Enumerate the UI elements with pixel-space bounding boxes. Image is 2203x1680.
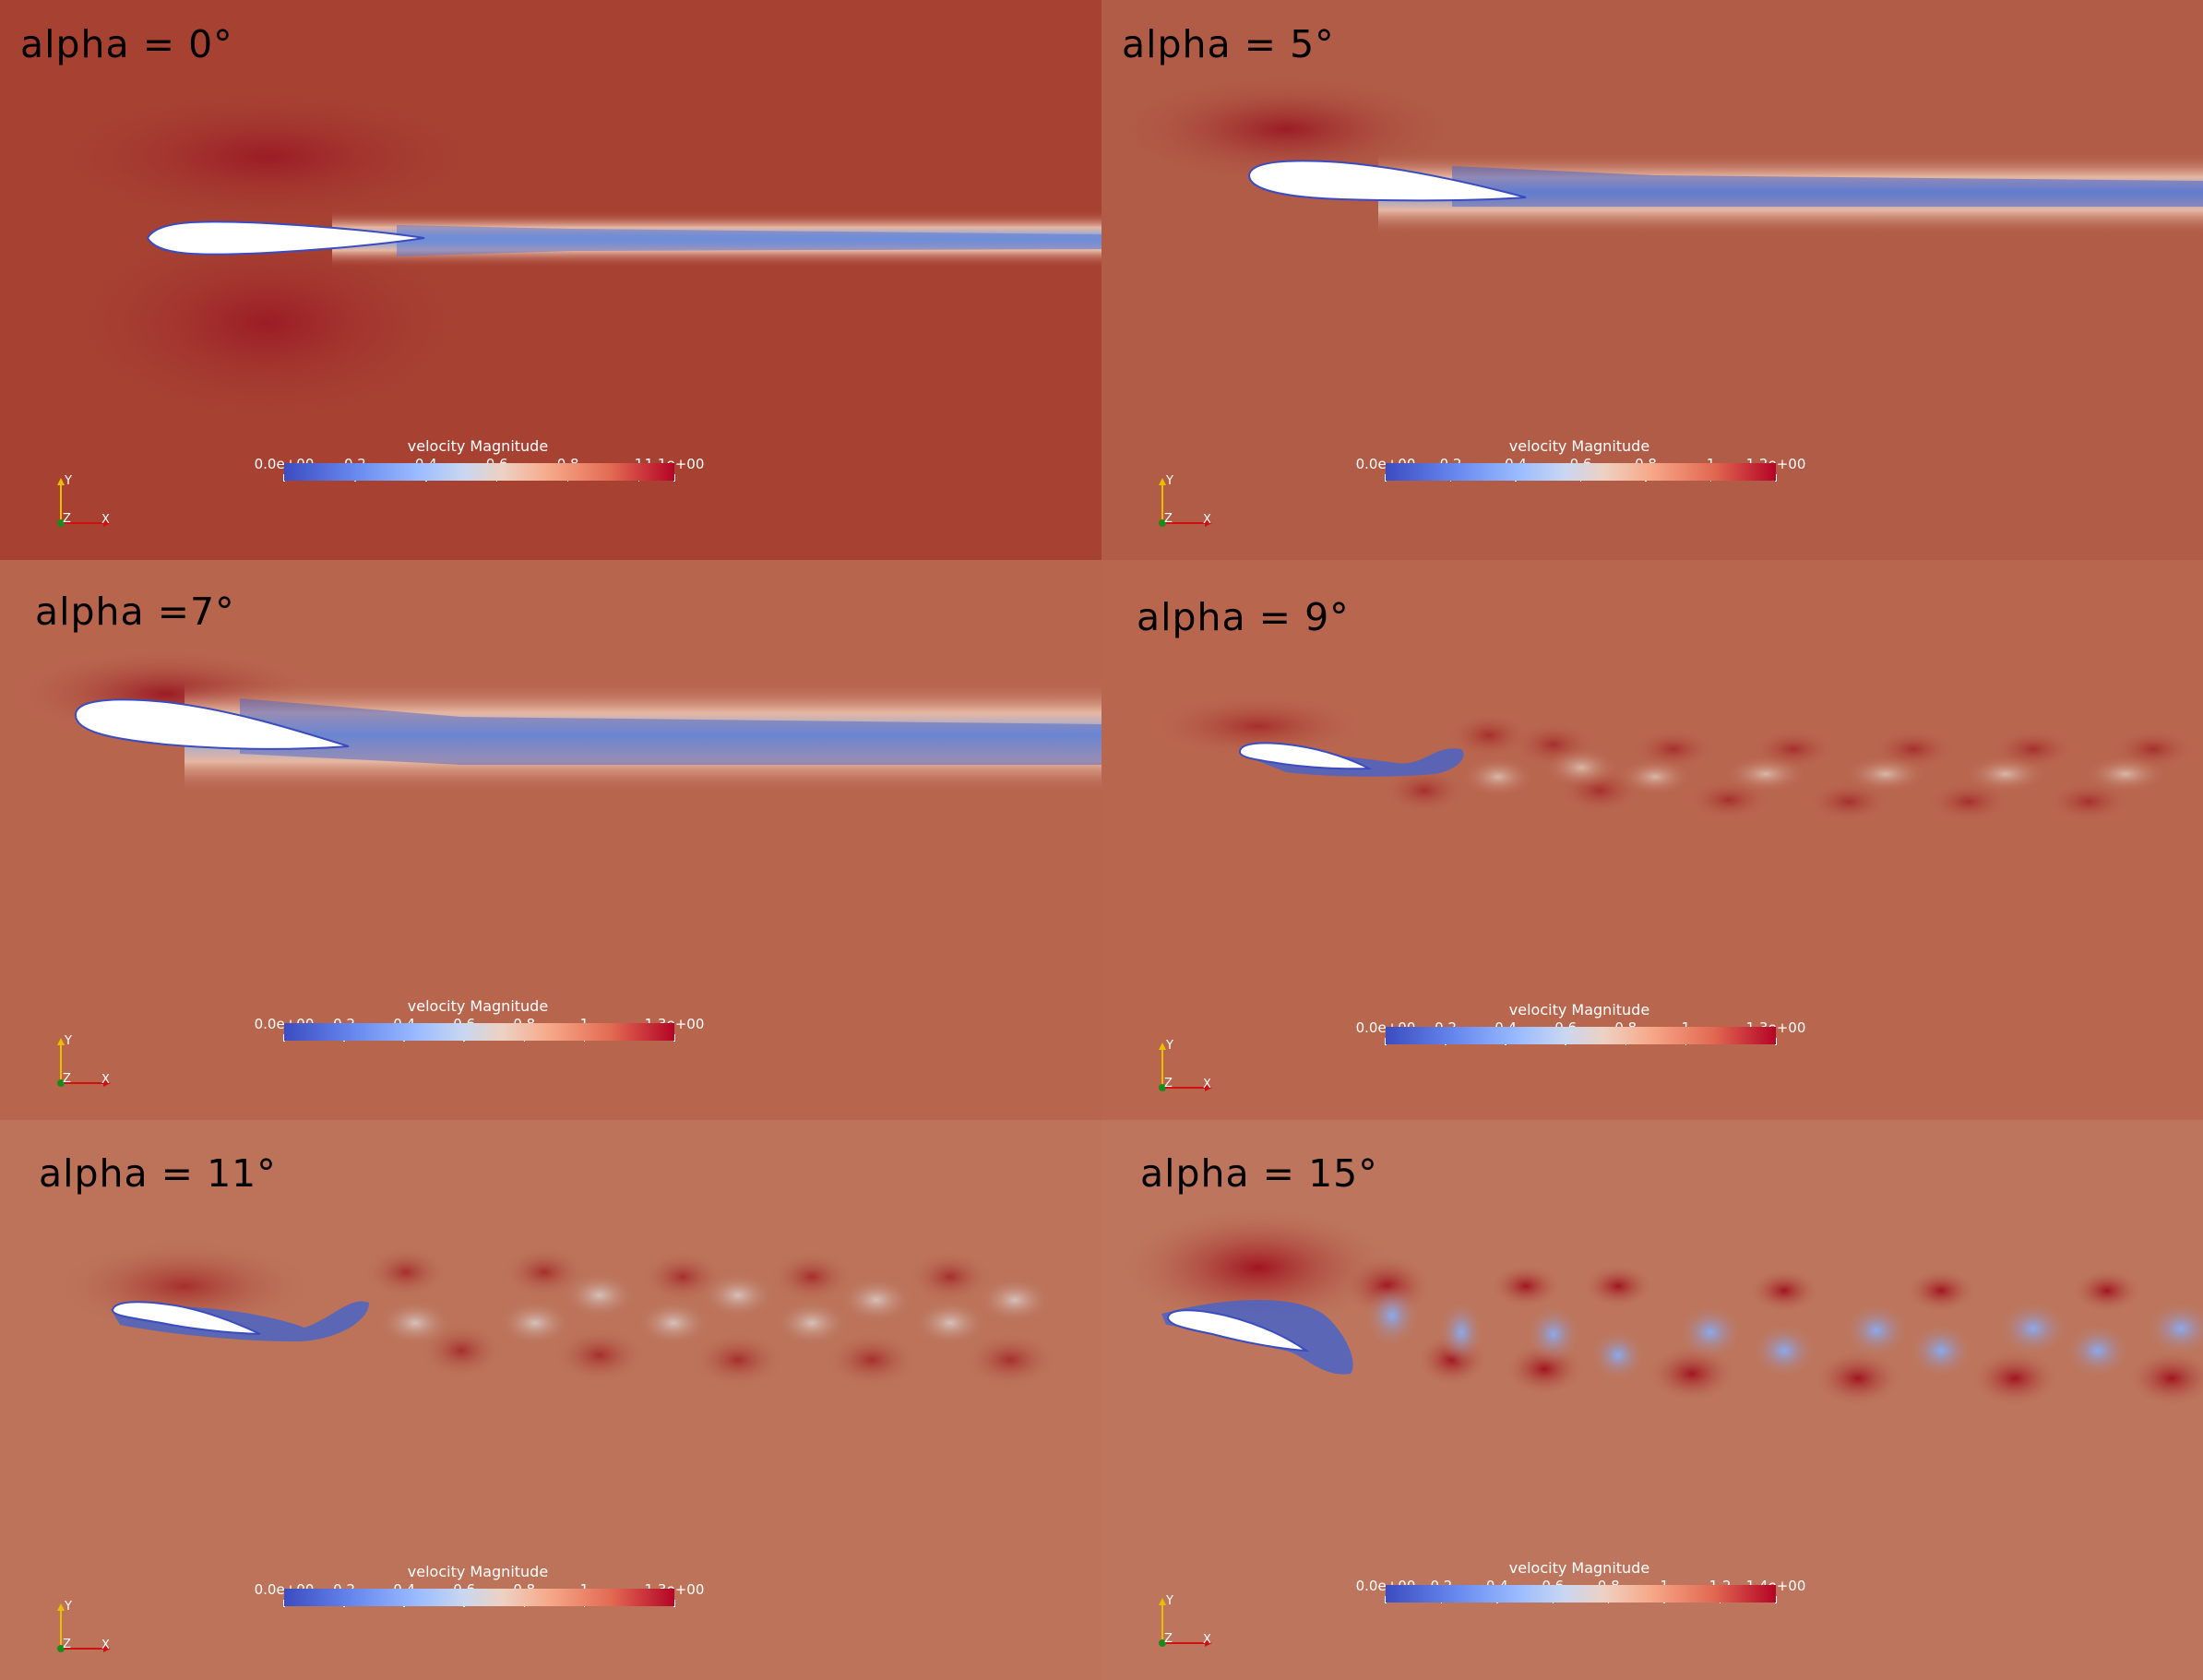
axis-z-label: Z: [1164, 512, 1173, 526]
tick-mark: [1775, 1038, 1777, 1045]
airfoil: [74, 698, 350, 750]
flow-field-9: [1102, 560, 2203, 1120]
alpha-title: alpha = 5°: [1122, 22, 1335, 66]
legend-title: velocity Magnitude: [407, 997, 549, 1015]
legend-title: velocity Magnitude: [1508, 1559, 1650, 1577]
color-legend: velocity Magnitude 0.0e+000.20.40.60.811…: [255, 997, 704, 1071]
wake-core: [397, 225, 1102, 256]
axis-y-label: Y: [65, 474, 72, 488]
axis-y-label: Y: [65, 1600, 72, 1614]
airfoil: [111, 1301, 261, 1335]
vortex-street: [1341, 1254, 2203, 1408]
high-velocity-region: [28, 83, 507, 231]
colorbar: [284, 1589, 674, 1606]
legend-title: velocity Magnitude: [1508, 437, 1650, 455]
axes-triad-icon: [57, 1038, 111, 1087]
tick-mark: [673, 1034, 675, 1042]
axes-triad-icon: [1159, 478, 1212, 527]
axis-z-label: Z: [63, 512, 71, 526]
colorbar: [284, 1023, 674, 1041]
axis-x-label: X: [1203, 1078, 1211, 1091]
axes-triad: Y Z X: [52, 1032, 116, 1088]
panel-alpha-15: alpha = 15° velocity Magnitude 0.0e+000.…: [1102, 1120, 2203, 1680]
axis-z-label: Z: [63, 1072, 71, 1086]
axis-x-label: X: [101, 1638, 110, 1652]
axis-x-label: X: [1203, 513, 1211, 527]
axes-triad: Y Z X: [52, 472, 116, 528]
airfoil: [146, 220, 425, 256]
color-legend: velocity Magnitude 0.0e+000.20.40.60.811…: [255, 1563, 704, 1637]
axis-y-label: Y: [65, 1034, 72, 1048]
panel-alpha-9: alpha = 9° velocity Magnitude 0.0e+000.2…: [1102, 560, 2203, 1120]
tick-mark: [1775, 1596, 1777, 1603]
axes-triad: Y Z X: [1153, 1037, 1218, 1092]
panel-alpha-11: alpha = 11° velocity Magnitude 0.0e+000.…: [0, 1120, 1102, 1680]
alpha-title: alpha = 9°: [1137, 595, 1350, 639]
vortex-street: [364, 1246, 1056, 1388]
color-legend: velocity Magnitude 0.0e+000.20.40.60.811…: [1356, 1001, 1805, 1075]
axis-x-label: X: [101, 1073, 110, 1087]
legend-title: velocity Magnitude: [1508, 1001, 1650, 1019]
colorbar: [1386, 1585, 1776, 1603]
high-velocity-region: [1111, 74, 1461, 185]
axes-triad: Y Z X: [1153, 472, 1218, 528]
alpha-title: alpha = 0°: [20, 22, 233, 66]
legend-title: velocity Magnitude: [407, 437, 549, 455]
airfoil: [1166, 1309, 1310, 1352]
axis-x-label: X: [1203, 1633, 1211, 1647]
panel-alpha-0: alpha = 0° velocity Magnitude 0.0e+000.2…: [0, 0, 1102, 560]
flow-field-11: [0, 1120, 1102, 1680]
airfoil: [1247, 160, 1527, 202]
flow-field-5: [1102, 0, 2203, 560]
airfoil: [1238, 742, 1373, 770]
axes-triad-icon: [1159, 1043, 1212, 1091]
axis-z-label: Z: [1164, 1632, 1173, 1646]
high-velocity-region: [1148, 694, 1369, 758]
axes-triad-icon: [57, 478, 111, 527]
vortex-street: [1383, 712, 2195, 822]
alpha-title: alpha = 15°: [1140, 1151, 1378, 1196]
axes-triad: Y Z X: [1153, 1592, 1218, 1648]
flow-field-15: [1102, 1120, 2203, 1680]
panel-alpha-7: alpha =7° velocity Magnitude 0.0e+000.20…: [0, 560, 1102, 1120]
axes-triad-icon: [1159, 1598, 1212, 1647]
axes-triad-icon: [57, 1603, 111, 1652]
tick-mark: [673, 1600, 675, 1607]
axis-y-label: Y: [1166, 1039, 1173, 1053]
alpha-title: alpha = 11°: [39, 1151, 277, 1196]
field-background: [0, 1120, 1102, 1680]
panel-alpha-5: alpha = 5° velocity Magnitude 0.0e+000.2…: [1102, 0, 2203, 560]
axis-x-label: X: [101, 513, 110, 527]
color-legend: velocity Magnitude 0.0e+000.20.40.60.811…: [255, 437, 704, 511]
axis-z-label: Z: [1164, 1077, 1173, 1090]
axis-y-label: Y: [1166, 1594, 1173, 1608]
legend-title: velocity Magnitude: [407, 1563, 549, 1580]
axis-z-label: Z: [63, 1638, 71, 1651]
alpha-title: alpha =7°: [35, 590, 235, 634]
wake-core: [1452, 166, 2203, 207]
tick-mark: [673, 474, 675, 482]
axes-triad: Y Z X: [52, 1598, 116, 1653]
field-background: [1102, 560, 2203, 1120]
flow-field-0: [0, 0, 1102, 560]
high-velocity-region: [1111, 1203, 1406, 1332]
colorbar: [1386, 463, 1776, 481]
colorbar: [284, 463, 674, 481]
color-legend: velocity Magnitude 0.0e+000.20.40.60.811…: [1356, 1559, 1805, 1633]
axis-y-label: Y: [1166, 474, 1173, 488]
tick-mark: [1775, 474, 1777, 482]
wake-core: [240, 698, 1102, 765]
color-legend: velocity Magnitude 0.0e+000.20.40.60.811…: [1356, 437, 1805, 511]
colorbar: [1386, 1027, 1776, 1044]
